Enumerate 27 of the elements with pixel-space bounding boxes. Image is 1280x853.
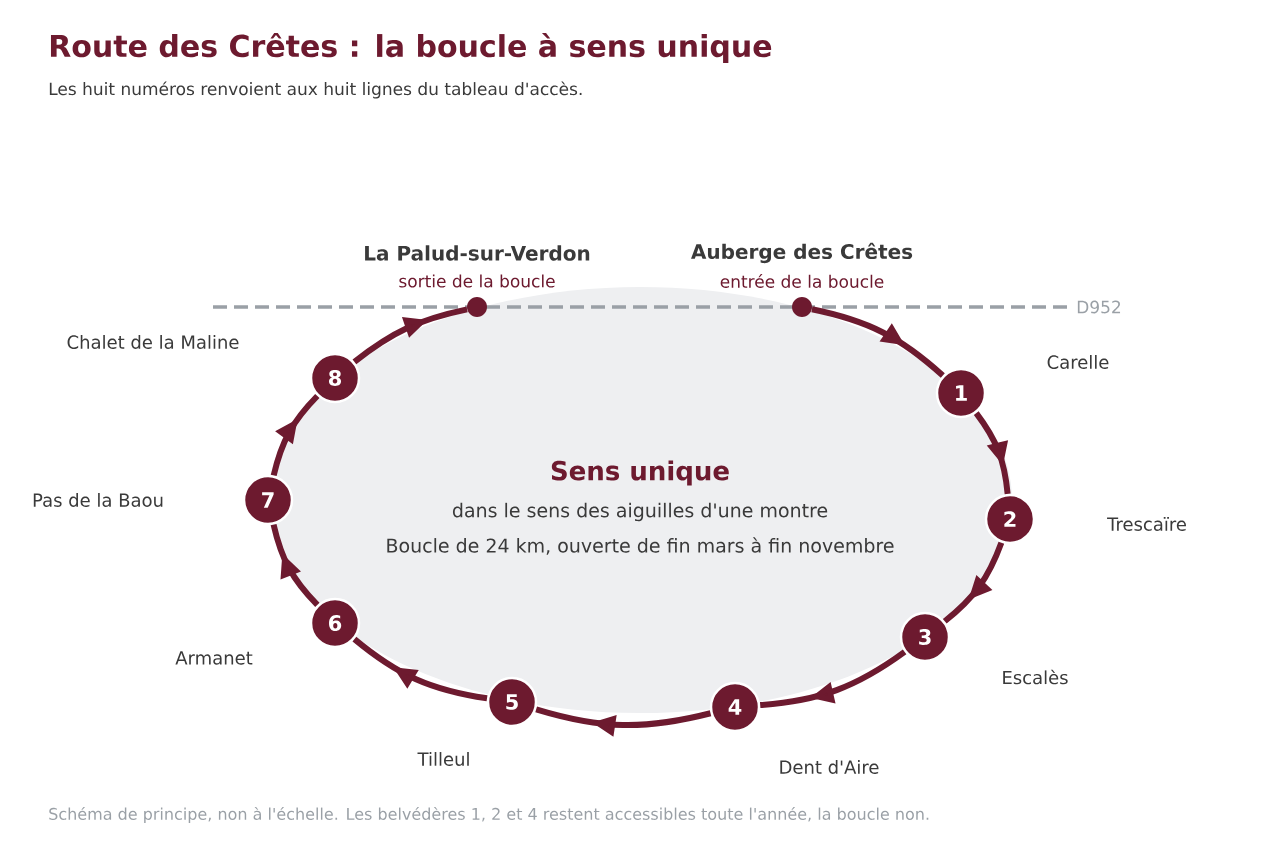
route-arrow (759, 649, 907, 709)
route-arrow (535, 706, 712, 737)
place-note: sortie de la boucle (399, 274, 555, 288)
viewpoint-name: Tilleul (417, 752, 469, 766)
route-arrow (942, 541, 1005, 624)
route-arrow (811, 306, 945, 378)
description: Boucle de 24 km, ouverte de fin mars à fin novembre (387, 537, 894, 555)
subtitle: Les huit numéros renvoient aux huit lignes du tableau d'accès. (49, 81, 582, 99)
route-arrow (973, 411, 1011, 495)
description: dans le sens des aiguilles d'une montre (452, 502, 828, 522)
viewpoint-name: Escalès (1003, 669, 1068, 685)
road-label: D952 (1077, 300, 1121, 314)
viewpoint-name: Chalet de la Maline (67, 335, 239, 349)
footnote: Schéma de principe, non à l'échelle. Les belvédères 1, 2 et 4 restent accessibles toute l'année, la boucle non. (49, 806, 929, 824)
viewpoint-name: Trescaïre (1107, 517, 1186, 531)
route-arrow (270, 393, 320, 477)
heading: Sens unique (551, 460, 729, 486)
route-arrow (352, 306, 468, 365)
title: Route des Crêtes : la boucle à sens unique (50, 32, 772, 64)
place-name: Auberge des Crêtes (691, 242, 913, 264)
viewpoint-name: Dent d'Aire (780, 760, 879, 774)
place-name: La Palud-sur-Verdon (365, 245, 590, 261)
route-arrow (352, 636, 488, 702)
place-note: entrée de la boucle (720, 274, 884, 288)
viewpoint-name: Pas de la Baou (33, 493, 163, 507)
route-arrow (270, 523, 320, 607)
viewpoint-name: Carelle (1047, 355, 1109, 369)
